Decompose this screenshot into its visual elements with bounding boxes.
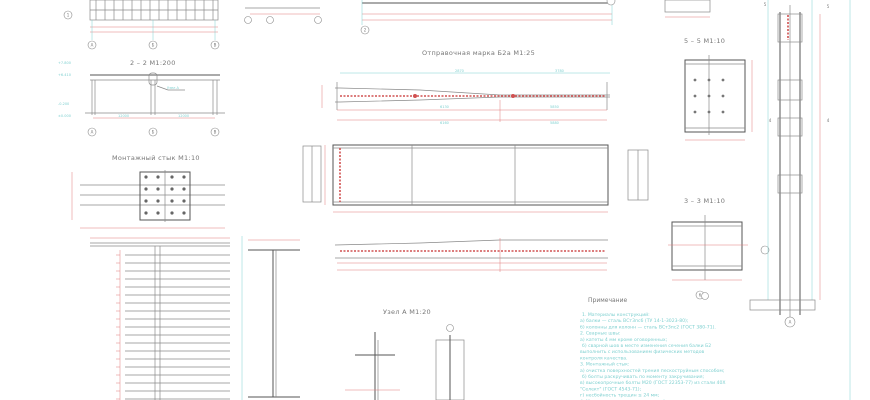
section-3-3-title: 3 – 3 M1:10 [684, 197, 725, 205]
bolt-icon [144, 175, 148, 179]
svg-text:12000: 12000 [178, 114, 189, 118]
svg-text:12000: 12000 [118, 114, 129, 118]
svg-text:+7.800: +7.800 [58, 61, 71, 65]
bolt-icon [156, 199, 160, 203]
svg-text:6130: 6130 [440, 105, 449, 109]
node-a-title: Узел А М1:20 [383, 308, 431, 316]
column-profile [241, 236, 300, 400]
section-5-5-title: 5 – 5 M1:10 [684, 37, 725, 45]
bolt-icon [170, 199, 174, 203]
bolt-icon [170, 211, 174, 215]
svg-text:6160: 6160 [440, 121, 449, 125]
note-line: б) колонны для колонн — сталь ВСт3пс2 (Г… [580, 324, 716, 330]
bolt-icon [721, 78, 725, 82]
note-line: "Селект" (ГОСТ 4543-71); [580, 386, 642, 392]
bolt-icon [156, 175, 160, 179]
frame-section-2-2: Узел А 12000 12000 +7.800 +6.410 -0.200 … [58, 61, 225, 137]
svg-text:-0.200: -0.200 [58, 102, 69, 106]
bolt-icon [707, 110, 711, 114]
column-elevation: 5 5 4 4 А [749, 0, 851, 400]
note-line: в) высокопрочные болты М20 (ГОСТ 22353-7… [580, 380, 726, 386]
bolt-icon [693, 78, 697, 82]
axis-marker-2 [360, 25, 370, 35]
svg-text:Узел А: Узел А [167, 86, 179, 90]
note-line: а) балки — сталь ВСт3пс6 (ТУ 14-1-3023-8… [580, 318, 689, 324]
bolt-icon [707, 94, 711, 98]
bolt-icon [144, 211, 148, 215]
svg-text:2: 2 [364, 28, 367, 33]
axis-marker-b [148, 40, 158, 50]
node-a-detail [345, 324, 465, 400]
bolt-icon [144, 187, 148, 191]
beam-plan-top: 6130 5850 6160 5880 2870 3780 [321, 69, 610, 125]
svg-text:+6.410: +6.410 [58, 73, 71, 77]
note-line: контроля качества. [580, 356, 627, 361]
bolt-icon [170, 175, 174, 179]
svg-text:1: 1 [67, 13, 70, 18]
column-base-detail [90, 237, 230, 400]
top-frame-plan: 1 А Б В [63, 0, 220, 50]
bolt-icon [156, 187, 160, 191]
svg-text:А: А [789, 320, 792, 325]
svg-text:±0.000: ±0.000 [58, 114, 71, 118]
section-mark-4: 4 [769, 118, 772, 123]
beam-elevation [302, 144, 649, 213]
section-2-2-title: 2 – 2 M1:200 [130, 59, 176, 67]
splice-detail [71, 170, 225, 229]
note-line: а) очистка поверхностей трения пескостру… [580, 367, 725, 374]
svg-text:В: В [214, 130, 217, 135]
section-5-5 [664, 0, 753, 141]
svg-text:3780: 3780 [555, 69, 564, 73]
bolt-icon [144, 199, 148, 203]
svg-text:5880: 5880 [550, 121, 559, 125]
note-line: а) катеты 4 мм кроме оговоренных; [580, 337, 668, 343]
note-line: 3. Монтажный стык: [580, 361, 630, 368]
svg-text:5850: 5850 [550, 105, 559, 109]
svg-text:6: 6 [699, 293, 702, 298]
notes-block: Примечание 6 1. Материалы конструкций:а)… [580, 290, 726, 400]
shipping-mark-title: Отправочная марка Б2а М1:25 [422, 49, 535, 57]
svg-text:А: А [91, 43, 94, 48]
svg-text:5: 5 [827, 4, 830, 9]
bolt-icon [182, 211, 186, 215]
note-line: выполнить с использованием физических ме… [580, 349, 704, 355]
axis-marker-a [87, 40, 97, 50]
axis-marker-1 [63, 10, 73, 20]
svg-text:В: В [214, 43, 217, 48]
svg-text:Б: Б [152, 130, 155, 135]
bolt-icon [156, 211, 160, 215]
note-line: б) сварной шов в месте изменения сечения… [582, 342, 711, 349]
bolt-icon [707, 78, 711, 82]
bolt-icon [182, 199, 186, 203]
note-line: 2. Сварные швы: [580, 331, 621, 337]
section-3-3 [668, 215, 770, 300]
bolt-icon [182, 175, 186, 179]
top-beam-drawing: 2 [360, 0, 616, 35]
notes-heading: Примечание [588, 297, 627, 304]
bolt-icon [170, 187, 174, 191]
bolt-icon [721, 94, 725, 98]
note-line: 4. Монтаж остальных конструкций производ… [580, 398, 705, 400]
svg-text:А: А [91, 130, 94, 135]
bolt-icon [182, 187, 186, 191]
note-line: 1. Материалы конструкций: [582, 311, 650, 318]
top-small-drawing [244, 7, 322, 24]
axis-marker-v [210, 40, 220, 50]
svg-text:Б: Б [152, 43, 155, 48]
svg-text:4: 4 [827, 118, 830, 123]
note-line: б) болты раскручивать по моменту закручи… [582, 374, 705, 380]
beam-plan-bottom [334, 238, 608, 272]
bolt-icon [693, 94, 697, 98]
note-line: г) несбойность трещин ≤ 24 мм; [580, 392, 660, 399]
bolt-icon [721, 110, 725, 114]
section-mark-5: 5 [764, 2, 767, 7]
svg-text:2870: 2870 [455, 69, 464, 73]
bolt-icon [693, 110, 697, 114]
splice-title: Монтажный стык М1:10 [112, 154, 200, 162]
